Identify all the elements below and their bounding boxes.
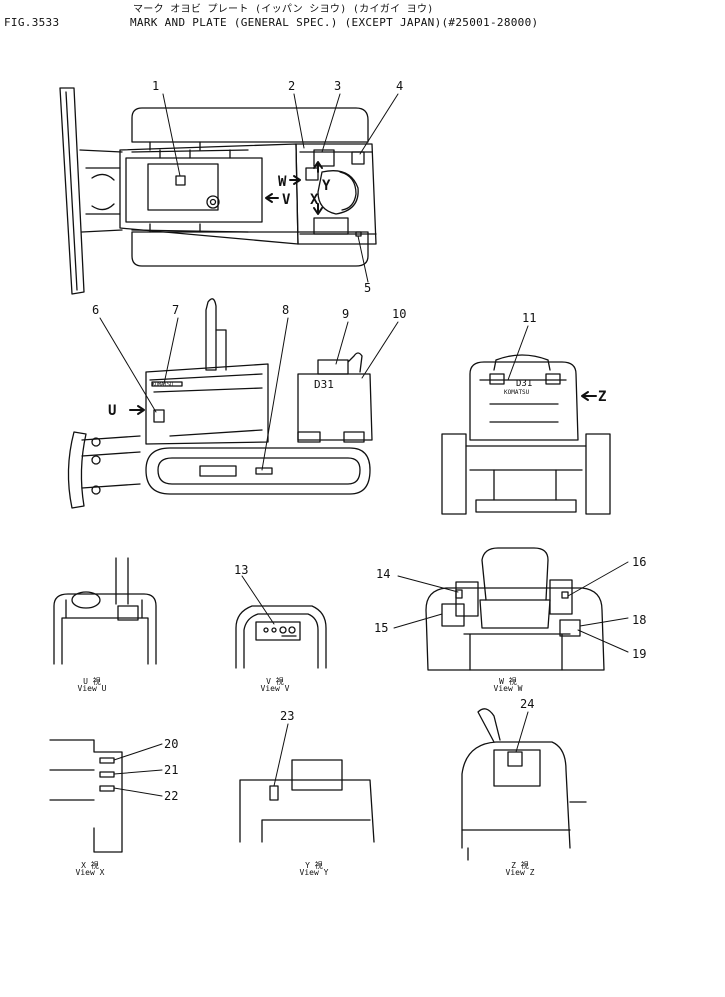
label-w: W — [278, 174, 287, 190]
callout-6: 6 — [92, 303, 99, 317]
direction-letters: W V Y X U Z — [108, 174, 606, 419]
arrow-w-icon — [289, 175, 301, 185]
brand-plate-rear: KOMATSU — [504, 389, 530, 396]
arrow-y-icon — [313, 161, 323, 173]
callout-4: 4 — [396, 79, 403, 93]
view-w-drawing — [425, 547, 605, 671]
view-u-drawing — [53, 557, 157, 665]
callout-8: 8 — [282, 303, 289, 317]
callout-9: 9 — [342, 307, 349, 321]
view-u-caption-jp: U 視 — [83, 677, 101, 686]
callout-13: 13 — [234, 563, 248, 577]
callout-14: 14 — [376, 567, 390, 581]
view-y-caption: View Y — [299, 868, 329, 877]
label-u: U — [108, 403, 116, 419]
model-plate-side: D31 — [314, 378, 334, 391]
callout-3: 3 — [334, 79, 341, 93]
arrow-u-icon — [129, 405, 145, 415]
title-english: MARK AND PLATE (GENERAL SPEC.) (EXCEPT J… — [130, 16, 539, 29]
top-view-drawing — [59, 87, 377, 295]
callout-2: 2 — [288, 79, 295, 93]
label-y: Y — [322, 178, 331, 194]
callout-11: 11 — [522, 311, 536, 325]
figure-number: FIG.3533 — [4, 16, 60, 29]
callout-24: 24 — [520, 697, 534, 711]
rear-view-drawing — [441, 354, 611, 515]
callout-numbers: 1 2 3 4 5 6 7 8 9 10 11 13 14 15 16 18 1… — [92, 79, 646, 803]
view-w-caption-jp: W 視 — [499, 677, 517, 686]
title-japanese: マーク オヨビ プレート (イッパン シヨウ) (カイガイ ヨウ) — [133, 4, 434, 15]
view-x-caption: View X — [75, 868, 105, 877]
view-v-caption-jp: V 視 — [266, 677, 284, 686]
callout-16: 16 — [632, 555, 646, 569]
view-z-drawing — [461, 708, 587, 861]
view-v-caption: View V — [260, 684, 290, 693]
view-y-drawing — [239, 759, 375, 843]
view-u-caption: View U — [77, 684, 107, 693]
model-plate-rear: D31 — [516, 379, 532, 389]
label-x: X — [310, 192, 319, 208]
leader-lines — [99, 93, 629, 797]
callout-21: 21 — [164, 763, 178, 777]
callout-1: 1 — [152, 79, 159, 93]
callout-22: 22 — [164, 789, 178, 803]
callout-19: 19 — [632, 647, 646, 661]
label-v: V — [282, 192, 291, 208]
view-z-caption-jp: Z 視 — [511, 861, 529, 870]
label-z: Z — [598, 389, 606, 405]
view-v-drawing — [235, 605, 327, 669]
view-w-caption: View W — [493, 684, 523, 693]
view-z-caption: View Z — [505, 868, 535, 877]
side-view-drawing — [67, 298, 373, 509]
brand-plate-side: KOMATSU — [152, 382, 173, 388]
view-x-drawing — [49, 739, 123, 853]
arrow-x-icon — [313, 203, 323, 215]
view-x-caption-jp: X 視 — [81, 861, 99, 870]
top-view-arrows — [265, 161, 323, 215]
callout-7: 7 — [172, 303, 179, 317]
view-y-caption-jp: Y 視 — [305, 861, 323, 870]
callout-18: 18 — [632, 613, 646, 627]
plate-labels: D31 D31 KOMATSU KOMATSU — [152, 378, 532, 396]
callout-10: 10 — [392, 307, 406, 321]
callout-15: 15 — [374, 621, 388, 635]
callout-20: 20 — [164, 737, 178, 751]
callout-5: 5 — [364, 281, 371, 295]
arrow-v-icon — [265, 193, 279, 203]
arrow-z-icon — [581, 391, 597, 401]
callout-23: 23 — [280, 709, 294, 723]
